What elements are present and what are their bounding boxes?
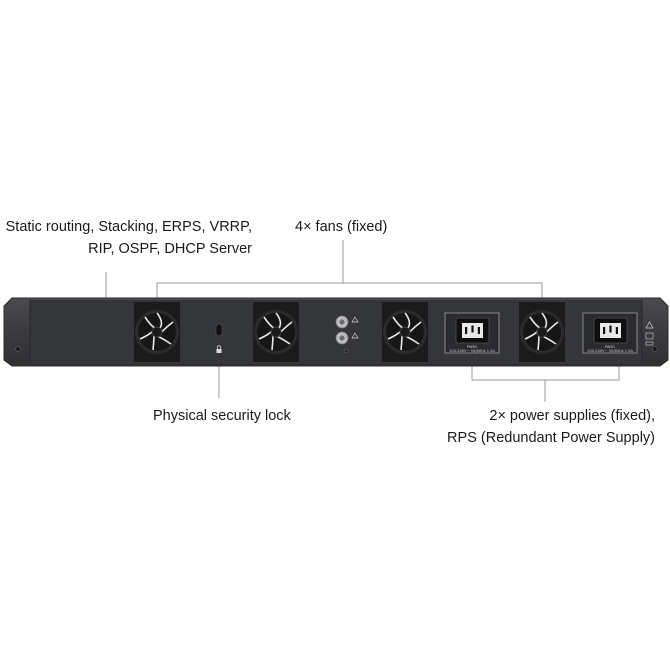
power-inlet-icon: PWR1 100-240V~ 50/60Hz 1.5A xyxy=(582,312,638,354)
features-callout-line1: Static routing, Stacking, ERPS, VRRP, xyxy=(5,219,252,235)
power-supply-callout: 2× power supplies (fixed), RPS (Redundan… xyxy=(440,405,655,449)
psu2-label: PWR2 xyxy=(467,345,478,349)
fan-icon xyxy=(518,301,566,363)
fan-icon xyxy=(252,301,300,363)
features-callout: Static routing, Stacking, ERPS, VRRP, RI… xyxy=(2,216,252,260)
security-lock-callout: Physical security lock xyxy=(153,408,291,424)
fan-icon xyxy=(381,301,429,363)
warning-icon xyxy=(645,321,654,346)
screw-left xyxy=(15,346,21,352)
callout-lines xyxy=(105,240,620,402)
chassis xyxy=(3,297,669,367)
features-callout-line2: RIP, OSPF, DHCP Server xyxy=(88,241,252,257)
psu1-label: PWR1 xyxy=(605,345,616,349)
ground-icon xyxy=(335,315,359,354)
psu2-rating: 100-240V~ 50/60Hz 1.5A xyxy=(449,349,495,353)
screw-right xyxy=(652,346,658,352)
psu1-rating: 100-240V~ 50/60Hz 1.5A xyxy=(587,349,633,353)
power-callout-line1: 2× power supplies (fixed), xyxy=(489,408,655,424)
fans-callout: 4× fans (fixed) xyxy=(295,219,388,235)
lock-icon xyxy=(215,323,223,353)
fan-icon xyxy=(133,301,181,363)
power-inlet-icon: PWR2 100-240V~ 50/60Hz 1.5A xyxy=(444,312,500,354)
power-callout-line2: RPS (Redundant Power Supply) xyxy=(447,430,655,446)
